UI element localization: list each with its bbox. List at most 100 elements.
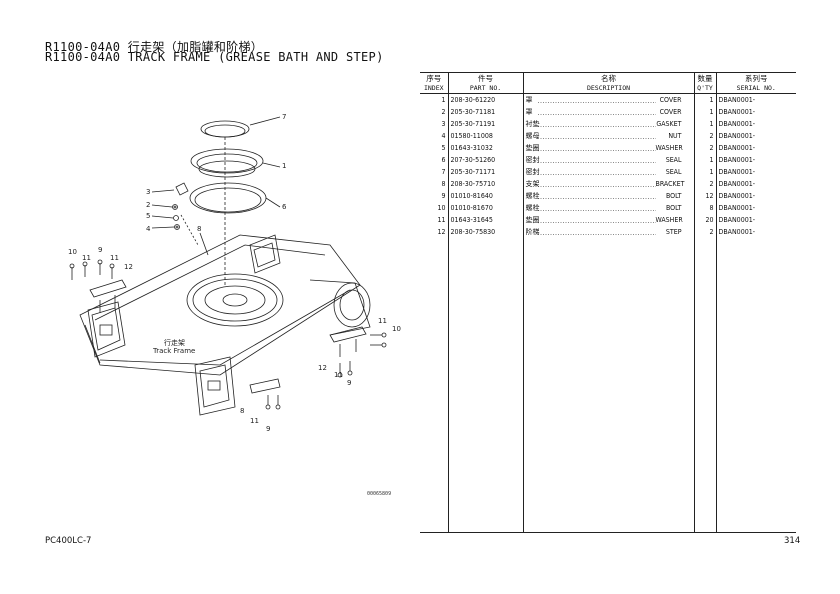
header-row-english: INDEX PART NO. DESCRIPTION Q'TY SERIAL N… xyxy=(420,83,796,94)
leader-dots: ........................................… xyxy=(537,157,656,165)
description-english: STEP xyxy=(665,228,682,236)
row-quantity: 2 xyxy=(693,142,716,154)
row-quantity: 20 xyxy=(693,214,716,226)
row-serial-number: DBAN0001- xyxy=(715,118,796,130)
leader-dots: ........................................… xyxy=(537,229,656,237)
description-chinese: 支架 xyxy=(525,180,540,188)
callout-10-left: 10 xyxy=(68,248,77,256)
row-serial-number: DBAN0001- xyxy=(715,190,796,202)
description-english: COVER xyxy=(659,96,682,104)
row-part-number: 205-30-71191 xyxy=(447,118,523,130)
row-description: 阶梯......................................… xyxy=(522,226,694,238)
frame-label-chinese: 行走架 xyxy=(164,338,185,347)
col-index-cn: 序号 xyxy=(420,72,448,83)
row-serial-number: DBAN0001- xyxy=(715,178,796,190)
row-index: 4 xyxy=(441,132,446,140)
callout-6: 6 xyxy=(282,203,287,211)
drawing-code: 00065809 xyxy=(367,491,392,497)
parts-list-table: 序号 件号 名称 数量 系列号 INDEX PART NO. DESCRIPTI… xyxy=(420,72,796,533)
row-part-number: 205-30-71181 xyxy=(447,106,523,118)
exploded-parts-diagram: 7 1 6 3 2 5 4 8 10 9 11 11 12 11 10 12 1… xyxy=(68,113,401,433)
callout-11-right-b: 11 xyxy=(334,371,343,379)
frame-label-english: Track Frame xyxy=(152,347,195,355)
row-quantity: 2 xyxy=(693,178,716,190)
callout-1: 1 xyxy=(282,162,286,170)
row-index: 7 xyxy=(441,168,446,176)
row-description: 衬垫......................................… xyxy=(522,118,694,130)
row-index: 3 xyxy=(441,120,446,128)
model-number: PC400LC-7 xyxy=(45,536,92,546)
callout-11-right: 11 xyxy=(378,317,387,325)
row-index: 11 xyxy=(437,216,446,224)
row-quantity: 12 xyxy=(693,190,716,202)
description-chinese: 螺栓 xyxy=(525,204,540,212)
row-serial-number: DBAN0001- xyxy=(715,214,796,226)
leader-dots: ........................................… xyxy=(537,145,656,153)
description-chinese: 罩 xyxy=(525,96,533,104)
callout-7: 7 xyxy=(282,113,286,121)
description-chinese: 阶梯 xyxy=(525,228,540,236)
row-serial-number: DBAN0001- xyxy=(715,226,796,238)
description-chinese: 螺母 xyxy=(525,132,540,140)
callout-12-right: 12 xyxy=(318,364,327,372)
row-description: 螺栓......................................… xyxy=(522,190,694,202)
row-part-number: 01010-81670 xyxy=(447,202,523,214)
row-part-number: 208-30-61220 xyxy=(447,93,523,106)
row-part-number: 208-30-75830 xyxy=(447,226,523,238)
row-description: 密封......................................… xyxy=(522,154,694,166)
leader-dots: ........................................… xyxy=(537,181,656,189)
description-chinese: 密封 xyxy=(525,168,540,176)
col-part-cn: 件号 xyxy=(447,72,523,83)
description-english: BRACKET xyxy=(655,180,685,188)
callout-12-left: 12 xyxy=(124,263,133,271)
leader-dots: ........................................… xyxy=(537,205,656,213)
row-description: 罩.......................................… xyxy=(522,106,694,118)
description-english: BOLT xyxy=(665,204,682,212)
callout-5: 5 xyxy=(146,212,150,220)
row-index: 1 xyxy=(441,96,446,104)
row-part-number: 01643-31032 xyxy=(447,142,523,154)
col-desc-en: DESCRIPTION xyxy=(522,83,694,94)
callout-8-bottom: 8 xyxy=(240,407,244,415)
col-serial-en: SERIAL NO. xyxy=(715,83,796,94)
col-part-en: PART NO. xyxy=(447,83,523,94)
callout-10-right: 10 xyxy=(392,325,401,333)
row-quantity: 1 xyxy=(693,154,716,166)
page-title-english: R1100-04A0 TRACK FRAME (GREASE BATH AND … xyxy=(45,50,384,64)
row-part-number: 01580-11008 xyxy=(447,130,523,142)
callout-9-left: 9 xyxy=(98,246,102,254)
col-serial-cn: 系列号 xyxy=(715,72,796,83)
row-quantity: 2 xyxy=(693,130,716,142)
table-blank-area xyxy=(420,238,796,533)
leader-dots: ........................................… xyxy=(537,121,656,129)
row-quantity: 8 xyxy=(693,202,716,214)
row-description: 密封......................................… xyxy=(522,166,694,178)
description-english: SEAL xyxy=(665,156,682,164)
description-chinese: 罩 xyxy=(525,108,533,116)
callout-11-bottom: 11 xyxy=(250,417,259,425)
col-index-en: INDEX xyxy=(420,83,448,94)
leader-dots: ........................................… xyxy=(537,109,656,117)
row-quantity: 1 xyxy=(693,106,716,118)
description-english: WASHER xyxy=(655,216,683,224)
description-english: NUT xyxy=(668,132,682,140)
callout-8-top: 8 xyxy=(197,225,201,233)
row-description: 螺栓......................................… xyxy=(522,202,694,214)
page-number: 314 xyxy=(784,536,801,546)
description-chinese: 衬垫 xyxy=(525,120,540,128)
description-english: SEAL xyxy=(665,168,682,176)
row-index: 2 xyxy=(441,108,446,116)
row-part-number: 207-30-51260 xyxy=(447,154,523,166)
row-serial-number: DBAN0001- xyxy=(715,142,796,154)
callout-3: 3 xyxy=(146,188,150,196)
row-description: 支架......................................… xyxy=(522,178,694,190)
